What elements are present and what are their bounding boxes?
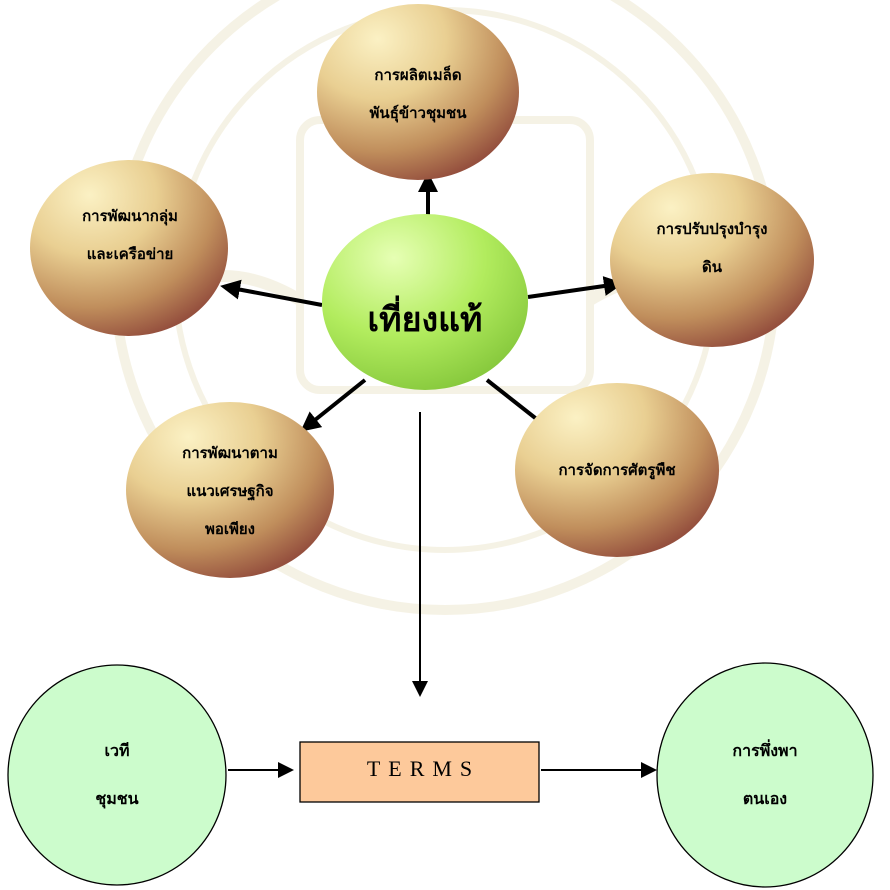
node-groups-label: การพัฒนากลุ่ม และเครือข่าย: [82, 207, 178, 263]
node-soil-label: การปรับปรุงบำรุง ดิน: [656, 220, 768, 276]
node-sufficiency-label: การพัฒนาตาม แนวเศรษฐกิจ พอเพียง: [182, 444, 278, 538]
terms-label: TERMS: [366, 756, 481, 781]
arrow-to-soil: [527, 276, 624, 299]
node-seed-ellipse: [317, 4, 519, 180]
node-pest-label: การจัดการศัตรูพืช: [558, 461, 676, 479]
node-soil-ellipse: [610, 173, 814, 347]
node-seed-label: การผลิตเมล็ด พันธุ์ข้าวชุมชน: [369, 66, 467, 122]
terms-box: [299, 741, 540, 803]
node-sufficiency-ellipse: [126, 402, 334, 578]
self-reliance-label: การพึ่งพา ตนเอง: [732, 741, 798, 808]
community-forum-circle: [7, 664, 227, 886]
arrow-to-groups: [220, 279, 323, 307]
node-pest-ellipse: [515, 383, 719, 557]
node-groups-ellipse: [30, 160, 228, 336]
center-label: เที่ยงแท้: [367, 300, 483, 340]
community-forum-label: เวที ชุมชน: [95, 741, 139, 808]
self-reliance-circle: [656, 662, 874, 888]
arrow-to-sufficiency: [300, 378, 367, 432]
center-ellipse: [322, 214, 528, 390]
